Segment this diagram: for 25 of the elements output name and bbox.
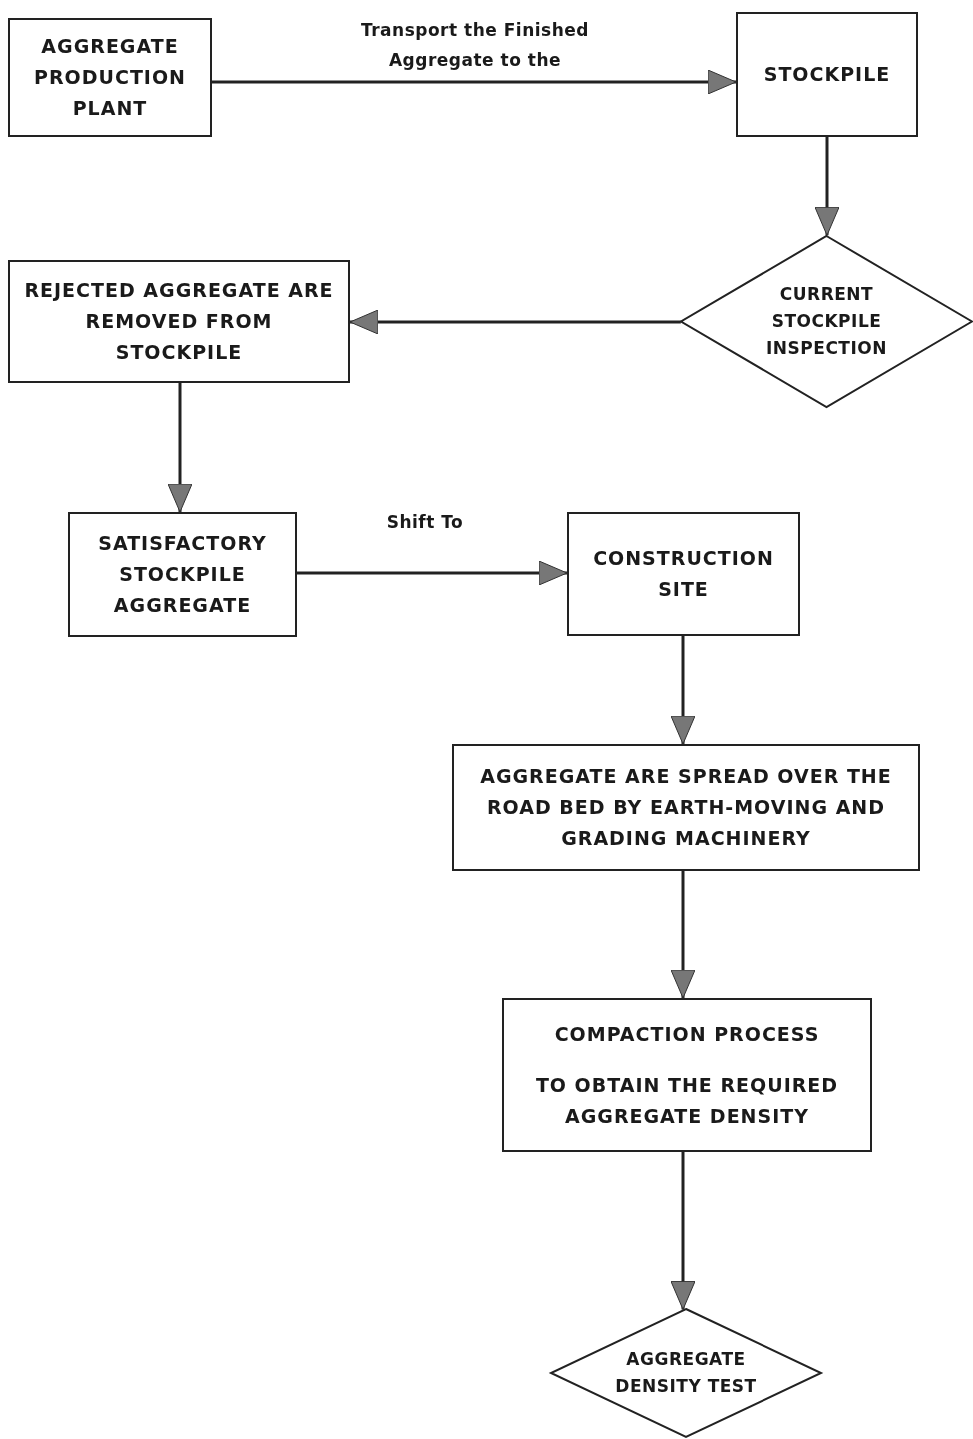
process-box [452, 744, 920, 871]
process-box [68, 512, 297, 637]
process-box [8, 260, 350, 383]
process-box [502, 998, 872, 1152]
process-box [8, 18, 212, 137]
node-label: CURRENT STOCKPILE INSPECTION [765, 283, 888, 360]
arrow [670, 1152, 696, 1310]
node-label: AGGREGATE PRODUCTION PLANT [33, 34, 187, 121]
node-label: SATISFACTORY STOCKPILE AGGREGATE [97, 531, 268, 618]
arrow [670, 636, 696, 745]
node-label: REJECTED AGGREGATE ARE REMOVED FROM STOCKPILE [23, 278, 335, 365]
arrow [814, 137, 840, 236]
node-label: AGGREGATE ARE SPREAD OVER THE ROAD BED BY EARTH-MOVING AND GRADING MACHINERY [479, 764, 893, 851]
process-box [567, 512, 800, 636]
node-label: CONSTRUCTION SITE [592, 546, 775, 602]
node-label: AGGREGATE DENSITY TEST [614, 1348, 758, 1398]
arrow [670, 871, 696, 999]
arrow [212, 69, 737, 95]
node-label: TO OBTAIN THE REQUIRED AGGREGATE DENSITY [534, 1072, 840, 1129]
node-label: STOCKPILE [763, 62, 891, 87]
arrow [167, 383, 193, 513]
arrow [297, 560, 568, 586]
node-label: COMPACTION PROCESS [554, 1021, 820, 1047]
arrow [349, 309, 681, 335]
process-box [736, 12, 918, 137]
